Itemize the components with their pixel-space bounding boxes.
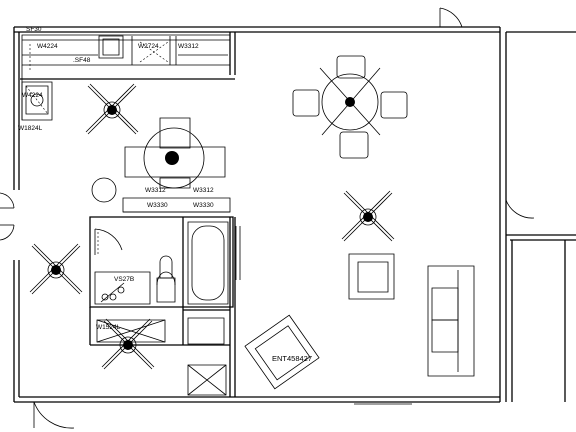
exterior-walls	[14, 27, 576, 402]
label-w3330-a: W3330	[147, 202, 168, 209]
label-ent: ENT458427	[272, 354, 312, 363]
label-sf48: .SF48	[73, 57, 91, 64]
label-w3330-b: W3330	[193, 202, 214, 209]
table-icon	[92, 118, 225, 202]
label-w1524l: W1524L	[96, 324, 121, 331]
label-w3312-a: W3312	[145, 187, 166, 194]
chair-icon	[293, 56, 407, 158]
label-w3312-b: W3312	[193, 187, 214, 194]
label-w2724: W2724	[138, 43, 159, 50]
label-w4224-top: W4224	[37, 43, 58, 50]
label-sf30: SF30	[26, 26, 42, 33]
label-w1824l: W1824L	[18, 125, 43, 132]
kitchen-cabinets	[22, 35, 230, 120]
sofa-icon	[245, 254, 474, 389]
door-swing-icon	[0, 8, 534, 428]
label-w3312-top: W3312	[178, 43, 199, 50]
label-vs278: VS27B	[114, 276, 134, 283]
label-w4224-side: W4224	[22, 92, 43, 99]
fixture-labels: SF30 W4224 .SF48 W2724 W3312 W4224 W1824…	[18, 26, 312, 363]
counter	[123, 198, 230, 212]
bathroom	[90, 217, 240, 397]
